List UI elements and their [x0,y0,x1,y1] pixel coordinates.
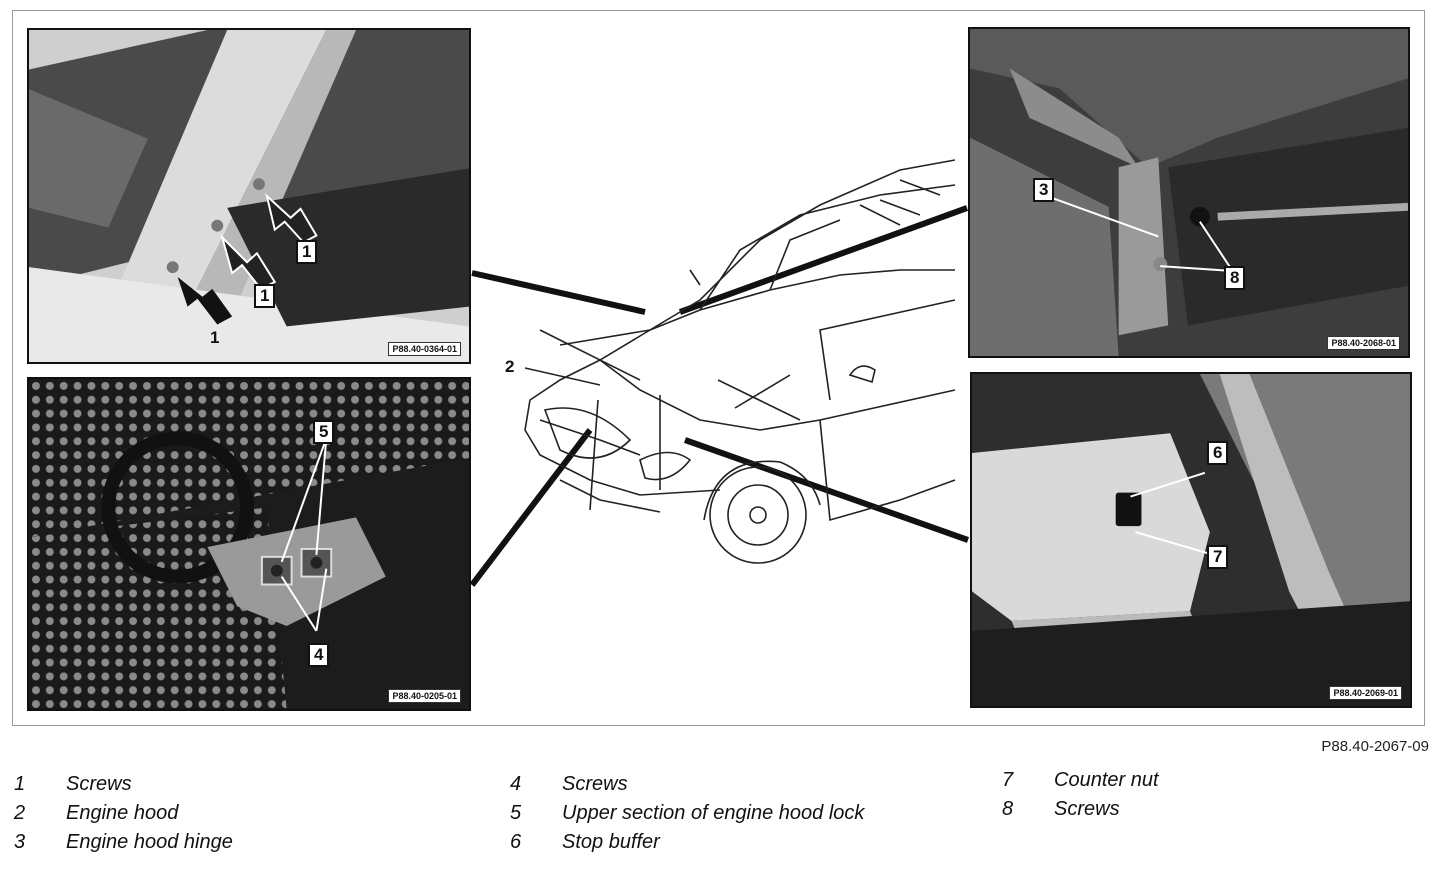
legend-number: 3 [14,831,26,853]
legend-item: 2 Engine hood [14,799,233,828]
legend-item: 1 Screws [14,770,233,799]
legend-item: 5 Upper section of engine hood lock [510,799,864,828]
legend-number: 8 [1002,798,1014,820]
legend-item: 3 Engine hood hinge [14,828,233,857]
legend-text: Counter nut [1054,769,1159,791]
legend-number: 4 [510,773,522,795]
callout-7: 7 [1207,545,1229,569]
legend-number: 2 [14,802,26,824]
callout-3: 3 [1033,178,1055,202]
figure-id: P88.40-2067-09 [1321,738,1429,755]
callout-8: 8 [1224,266,1246,290]
legend-item: 7 Counter nut [1002,766,1159,795]
photo-hood-lock: P88.40-0205-01 [27,377,471,711]
callout-1c: 1 [210,328,220,347]
photo-code: P88.40-0205-01 [388,689,461,703]
photo-code: P88.40-0364-01 [388,342,461,356]
legend-text: Engine hood hinge [66,831,233,853]
callout-5: 5 [313,420,335,444]
photo-code: P88.40-2069-01 [1329,686,1402,700]
legend-column-2: 4 Screws 5 Upper section of engine hood lo… [510,770,864,857]
photo-hood-screws: P88.40-0364-01 [27,28,471,364]
legend-column-1: 1 Screws 2 Engine hood 3 Engine hood hinge [14,770,233,857]
callout-6: 6 [1207,441,1229,465]
photo-stop-buffer: P88.40-2069-01 [970,372,1412,708]
callout-1a: 1 [296,240,318,264]
legend-text: Upper section of engine hood lock [562,802,865,824]
photo-hood-screws-image [29,30,469,362]
legend-item: 4 Screws [510,770,864,799]
legend-text: Screws [1054,798,1120,820]
photo-code: P88.40-2068-01 [1327,336,1400,350]
legend-number: 7 [1002,769,1014,791]
legend-number: 6 [510,831,522,853]
legend-number: 1 [14,773,26,795]
legend-text: Screws [562,773,628,795]
legend-item: 8 Screws [1002,795,1159,824]
legend-item: 6 Stop buffer [510,828,864,857]
photo-stop-buffer-image [972,374,1410,706]
legend-column-3: 7 Counter nut 8 Screws [1002,766,1159,824]
callout-1b: 1 [254,284,276,308]
legend-text: Engine hood [66,802,179,824]
legend-text: Stop buffer [562,831,660,853]
callout-4: 4 [308,643,330,667]
legend-text: Screws [66,773,132,795]
legend-number: 5 [510,802,522,824]
callout-2: 2 [505,357,515,376]
photo-hood-lock-image [29,379,469,709]
photo-hood-hinge: P88.40-2068-01 [968,27,1410,358]
